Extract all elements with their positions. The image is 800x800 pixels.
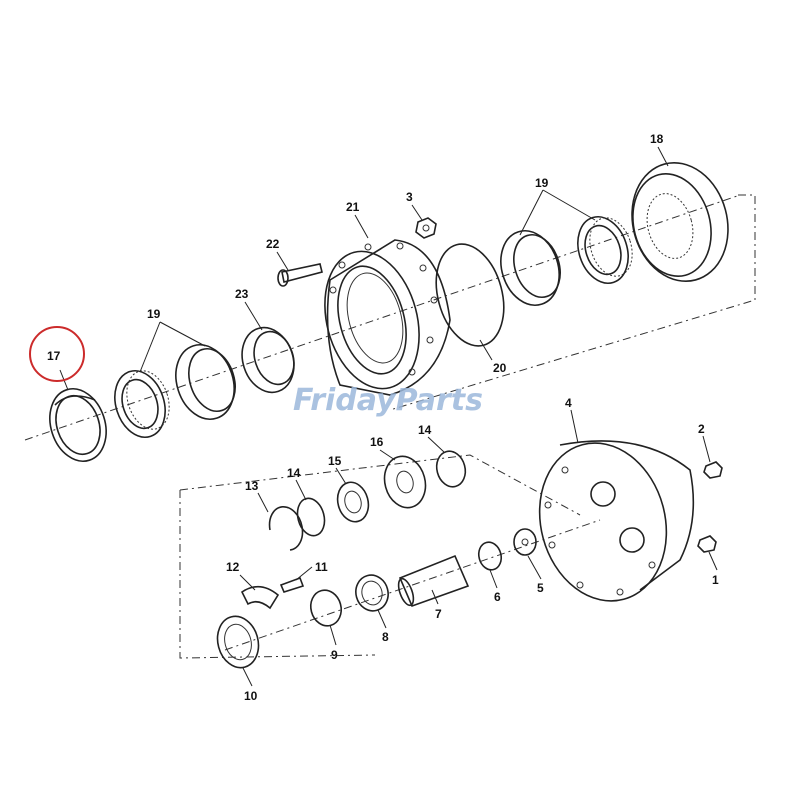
part-19-bearing-cup-right[interactable] [492, 223, 569, 313]
label-part-19-left: 19 [147, 307, 161, 321]
part-22-bolt[interactable] [277, 263, 323, 287]
part-18-ring-gear[interactable] [619, 152, 741, 292]
label-part-22: 22 [266, 237, 280, 251]
label-part-6: 6 [494, 590, 501, 604]
part-14-snap-ring-lower[interactable] [294, 495, 329, 538]
label-part-13: 13 [245, 479, 259, 493]
part-13-snap-ring[interactable] [268, 506, 304, 551]
part-1-plug[interactable] [697, 535, 717, 553]
part-3-nut[interactable] [415, 217, 437, 239]
part-19-bearing-cone-right[interactable] [570, 210, 640, 290]
part-5-thrust-washer[interactable] [513, 528, 537, 556]
part-16-planet-gear[interactable] [379, 452, 431, 513]
part-4-planet-carrier[interactable] [522, 429, 695, 616]
upper-group-frame [389, 194, 756, 411]
part-9-lock-washer[interactable] [307, 587, 345, 630]
part-14-snap-ring-upper[interactable] [433, 448, 469, 490]
part-8-washer[interactable] [352, 571, 392, 614]
part-10-slotted-nut[interactable] [212, 612, 264, 673]
part-11-bolt[interactable] [279, 576, 305, 593]
label-part-15: 15 [328, 454, 342, 468]
label-part-21: 21 [346, 200, 360, 214]
label-part-19-right: 19 [535, 176, 549, 190]
lower-group-frame-top [179, 454, 581, 516]
part-6-snap-ring[interactable] [476, 540, 504, 573]
label-part-10: 10 [244, 689, 258, 703]
label-part-12: 12 [226, 560, 240, 574]
part-19-bearing-cone-left[interactable] [107, 364, 177, 444]
label-part-17: 17 [47, 349, 61, 363]
leader-lines [59, 146, 718, 687]
label-part-20: 20 [493, 361, 507, 375]
label-part-18: 18 [650, 132, 664, 146]
part-12-lock-plate[interactable] [240, 585, 280, 610]
label-part-9: 9 [331, 648, 338, 662]
lower-group-frame-left [179, 490, 376, 659]
label-part-7: 7 [435, 607, 442, 621]
watermark-logo: FridayParts [293, 383, 483, 418]
label-part-4: 4 [565, 396, 572, 410]
label-part-2: 2 [698, 422, 705, 436]
label-part-11: 11 [315, 560, 328, 574]
lower-axis-line [224, 519, 601, 651]
part-19-bearing-cup-left[interactable] [167, 337, 244, 427]
part-23-spacer[interactable] [234, 321, 302, 399]
part-17-seal[interactable] [41, 381, 115, 468]
part-21-hub-housing[interactable] [310, 239, 451, 399]
highlight-circle-part-17 [29, 326, 85, 382]
part-2-plug[interactable] [703, 461, 723, 479]
part-15-needle-bearing[interactable] [333, 479, 372, 525]
label-part-3: 3 [406, 190, 413, 204]
label-part-16: 16 [370, 435, 384, 449]
label-part-5: 5 [537, 581, 544, 595]
label-part-8: 8 [382, 630, 389, 644]
label-part-14-lower: 14 [287, 466, 301, 480]
label-part-14-upper: 14 [418, 423, 432, 437]
part-7-axle-shaft[interactable] [396, 554, 470, 608]
label-part-23: 23 [235, 287, 249, 301]
label-part-1: 1 [712, 573, 719, 587]
